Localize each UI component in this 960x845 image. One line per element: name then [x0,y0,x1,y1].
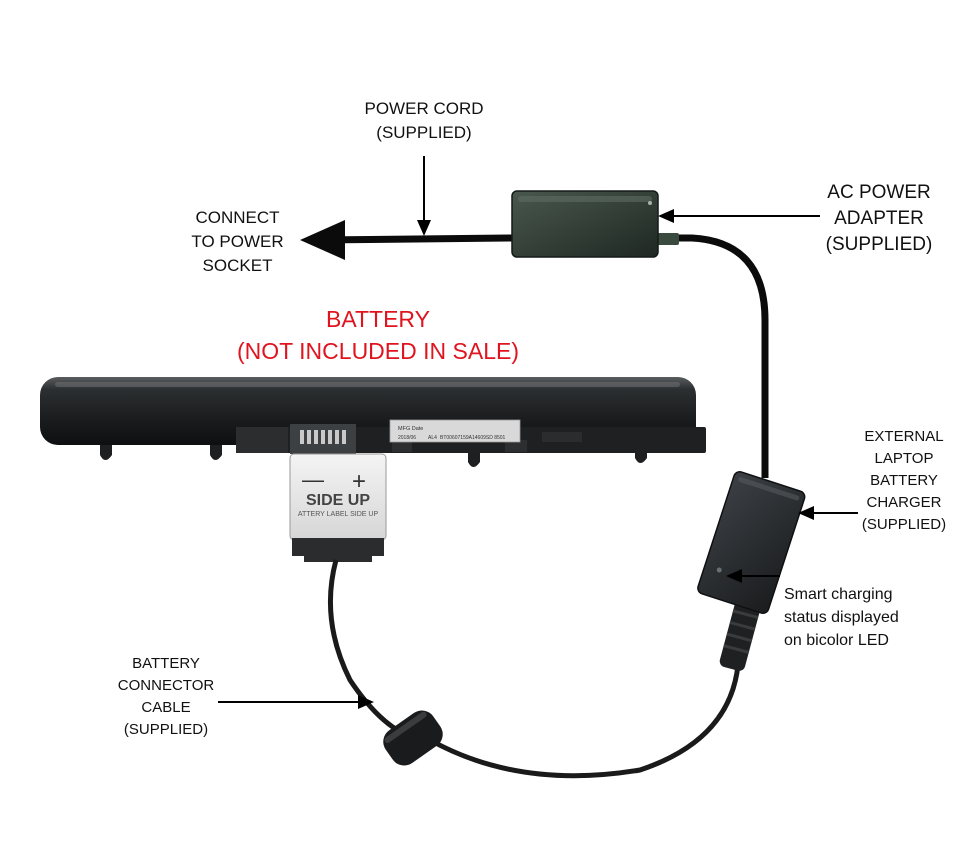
tag-plus: + [352,468,366,495]
power-cord-label-line: (SUPPLIED) [376,123,472,142]
socket-label-line: TO POWER [191,232,284,251]
battery-label-line: (NOT INCLUDED IN SALE) [236,338,519,364]
charger-label-line: CHARGER [866,494,942,511]
tag-side-up: SIDE UP [306,492,370,509]
power-cord-label-line: POWER CORD [364,99,484,118]
battery-sticker [389,419,521,443]
status-led [716,567,722,573]
led-label: Smart charging status displayed on bicol… [784,583,934,652]
socket-label-line: SOCKET [202,256,273,275]
connector-cable [327,559,761,779]
led-label-line: Smart charging [784,586,893,603]
ac-adapter-label: AC POWER ADAPTER (SUPPLIED) [818,180,940,258]
ferrite-core [383,710,443,766]
battery-label-line: BATTERY [326,306,430,332]
charger-label-line: (SUPPLIED) [861,516,947,533]
battery-label: BATTERY (NOT INCLUDED IN SALE) [218,303,538,367]
cable-label-line: CONNECTOR [117,677,215,694]
socket-arrowhead [300,220,345,260]
sticker-title: MFG Date [398,426,423,432]
sticker-model: AL4 [428,435,437,441]
cable-label-line: CABLE [141,699,191,716]
ac-adapter-label-line: AC POWER [827,182,931,203]
cable-label-line: (SUPPLIED) [123,721,209,738]
power-cord [300,220,513,260]
dc-cord [655,233,769,478]
power-cord-label: POWER CORD (SUPPLIED) [344,97,504,145]
battery-connector: — + SIDE UP ATTERY LABEL SIDE UP [289,453,387,562]
charger-label-line: EXTERNAL [864,428,944,445]
annotation-arrows [218,156,858,709]
charger-label: EXTERNAL LAPTOP BATTERY CHARGER (SUPPLIE… [852,426,956,536]
external-charger [697,471,806,615]
tag-minus: — [302,467,324,492]
socket-label-line: CONNECT [195,208,280,227]
sticker-serial: BT00607159A14609SD 8501 [440,435,506,441]
socket-label: CONNECT TO POWER SOCKET [175,206,300,278]
led-label-line: status displayed [784,609,899,626]
charger-label-line: LAPTOP [874,450,934,467]
cable-label-line: BATTERY [132,655,200,672]
sticker-code: 2018/06 [398,435,416,441]
ac-adapter-brick [511,190,659,258]
cable-label: BATTERY CONNECTOR CABLE (SUPPLIED) [108,653,224,741]
tag-sub: ATTERY LABEL SIDE UP [298,511,379,518]
ac-adapter-label-line: (SUPPLIED) [825,234,933,255]
battery-pack: MFG Date 2018/06 AL4 BT00607159A14609SD … [40,377,706,467]
charger-label-line: BATTERY [870,472,938,489]
led-label-line: on bicolor LED [784,632,889,649]
barrel-plug [719,599,761,671]
ac-adapter-label-line: ADAPTER [834,208,924,229]
